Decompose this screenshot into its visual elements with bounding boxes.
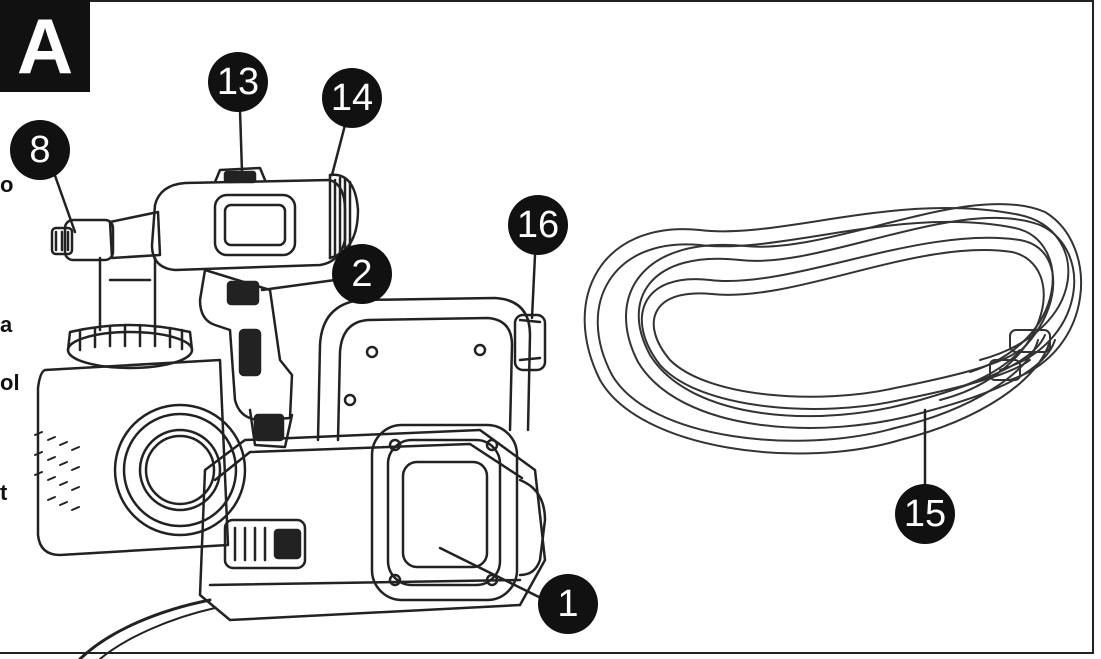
measurement-marks [34,431,80,511]
leader-lines [51,108,927,602]
air-filter-housing [370,423,547,602]
paint-container [36,323,230,557]
callout-13: 13 [208,52,268,112]
pump-front-disc [113,403,247,537]
edge-text-fragment: ol [0,370,20,395]
gun-barrel [50,210,162,262]
callout-15: 15 [895,484,955,544]
edge-text-fragment: t [0,480,8,505]
power-cord [78,598,212,659]
hose-connector [513,313,547,372]
callout-14: 14 [322,68,382,128]
callout-16: 16 [508,195,568,255]
callout-8: 8 [10,120,70,180]
edge-text-fragment: o [0,172,14,197]
gun-stem [98,256,157,332]
callout-1: 1 [538,574,598,634]
panel-letter: A [0,0,90,92]
callout-2: 2 [332,244,392,304]
edge-text-fragment: a [0,312,13,337]
